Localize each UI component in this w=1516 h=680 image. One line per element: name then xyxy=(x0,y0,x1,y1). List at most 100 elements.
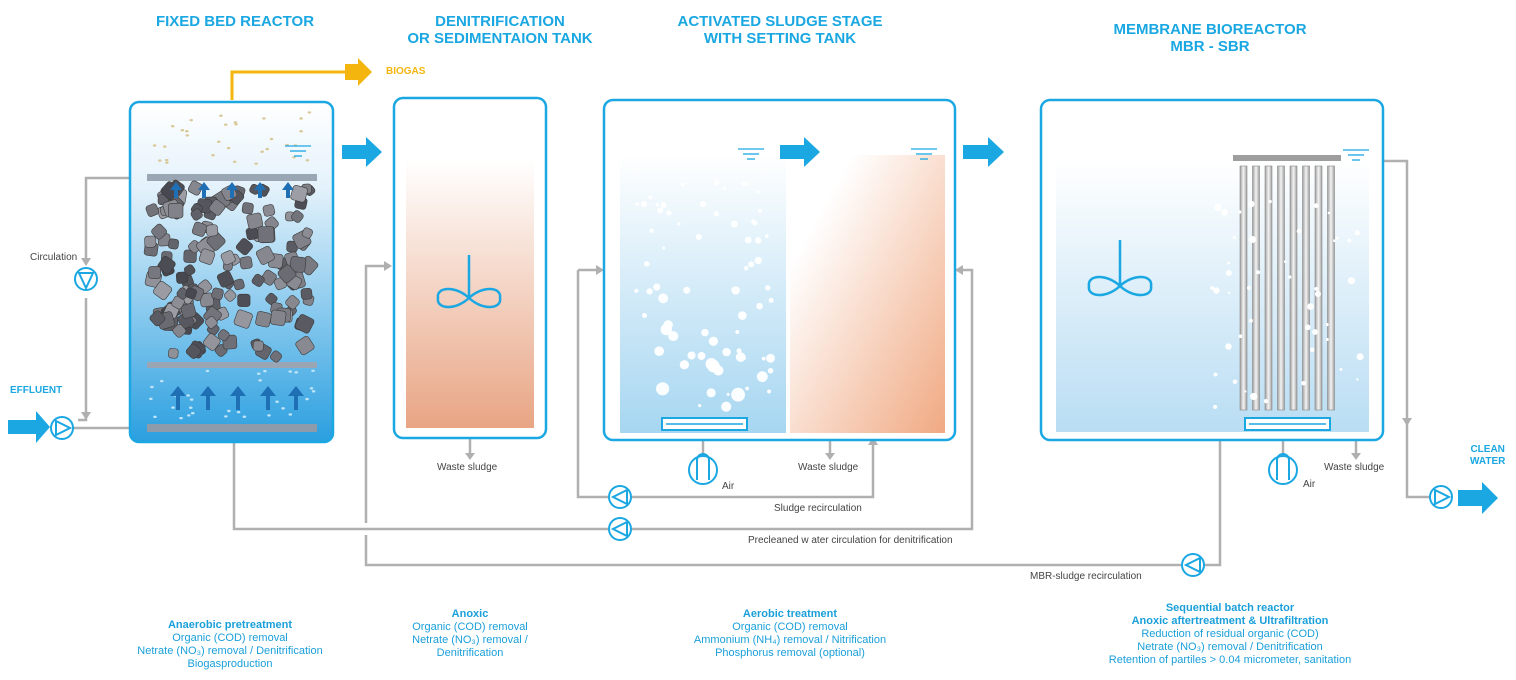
carrier-element xyxy=(224,289,237,302)
bubble xyxy=(263,369,267,373)
bubble xyxy=(1333,239,1336,243)
bubble xyxy=(705,357,718,370)
carrier-element xyxy=(257,226,275,243)
carrier-element xyxy=(168,238,180,250)
carrier-element xyxy=(157,256,176,275)
waste-sludge-label-1: Waste sludge xyxy=(437,462,498,473)
flow-arrows-up xyxy=(170,182,304,410)
bubble xyxy=(288,413,293,416)
bubble xyxy=(721,401,732,412)
carrier-element xyxy=(148,266,162,279)
bubble xyxy=(1312,329,1318,335)
circulation-pump-icon xyxy=(74,267,98,291)
bubble xyxy=(756,302,763,310)
bubble xyxy=(1287,275,1292,279)
precleaned-water-label: Precleaned w ater circulation for denitr… xyxy=(748,535,953,546)
bubble xyxy=(699,200,706,208)
bubble xyxy=(1309,347,1315,353)
bubble xyxy=(307,111,312,114)
air-label-2: Air xyxy=(1303,479,1316,490)
carrier-element xyxy=(149,310,166,327)
carrier-element xyxy=(295,336,315,356)
bubble xyxy=(1238,210,1242,214)
bubble xyxy=(701,328,709,337)
bubble xyxy=(149,397,153,401)
bubble xyxy=(294,371,299,374)
carrier-element xyxy=(211,287,224,301)
bubble xyxy=(737,311,747,320)
bubble xyxy=(309,387,314,390)
mbr-recirc-right xyxy=(1205,432,1222,567)
bubble xyxy=(236,410,241,414)
biogas-arrow xyxy=(345,58,372,86)
bubble xyxy=(1248,235,1256,244)
stirrer-icon xyxy=(1087,240,1153,297)
activated-sludge-tank xyxy=(602,98,957,442)
bubble xyxy=(713,211,719,217)
carrier-element xyxy=(235,238,253,256)
carrier-element xyxy=(205,224,219,237)
bubble xyxy=(1213,372,1218,377)
bubble xyxy=(646,288,653,295)
circulation-pipe-down xyxy=(78,298,88,422)
membrane-tube xyxy=(1302,165,1310,411)
bubble xyxy=(256,372,261,375)
carrier-element xyxy=(290,210,304,223)
water-level-icon xyxy=(285,145,311,157)
membrane-modules xyxy=(1239,165,1335,411)
biogas-pipe xyxy=(230,70,348,100)
heading-membrane-bioreactor: MEMBRANE BIOREACTOR MBR - SBR xyxy=(1113,21,1307,55)
flow-arrow-3 xyxy=(963,137,1004,167)
membrane-header xyxy=(1233,155,1341,161)
bubble xyxy=(275,400,279,403)
bubble xyxy=(1307,303,1314,311)
sludge-recirc-pump-icon xyxy=(608,485,632,509)
bubble xyxy=(752,220,758,226)
bubble xyxy=(687,351,696,360)
bubble xyxy=(697,351,706,360)
carrier-element xyxy=(277,264,297,284)
bubble xyxy=(767,389,772,394)
bubble xyxy=(761,356,766,361)
bubble xyxy=(708,336,719,346)
bubble xyxy=(765,285,771,291)
bubble xyxy=(741,355,746,361)
bubble xyxy=(254,162,258,165)
membrane-tube xyxy=(1277,165,1285,411)
carrier-element xyxy=(300,287,313,300)
bubble xyxy=(288,370,292,373)
bubble xyxy=(758,208,763,213)
membrane-tube xyxy=(1327,165,1335,411)
bubble xyxy=(722,186,727,190)
bubble xyxy=(190,412,195,415)
bubble xyxy=(766,353,776,363)
bubble xyxy=(267,414,271,417)
bubble xyxy=(1221,208,1228,216)
bubble xyxy=(242,415,247,418)
bubble xyxy=(1356,353,1364,361)
bubble xyxy=(660,323,672,336)
aerator-icon xyxy=(661,417,748,431)
bubble xyxy=(754,237,762,244)
bubble xyxy=(745,386,749,391)
bubble xyxy=(653,283,661,291)
bubble xyxy=(223,123,228,126)
bubble xyxy=(1347,238,1352,243)
carrier-element xyxy=(198,248,216,265)
carrier-element xyxy=(255,245,275,265)
bubble xyxy=(683,286,691,294)
heading-fixed-bed: FIXED BED REACTOR xyxy=(155,13,315,30)
heading-activated-sludge: ACTIVATED SLUDGE STAGE WITH SETTING TANK xyxy=(677,13,883,47)
carrier-element xyxy=(185,287,197,300)
air-bubbles xyxy=(1210,199,1364,409)
bubble xyxy=(269,137,274,141)
bubble xyxy=(666,210,672,216)
water-level-icon xyxy=(738,148,937,160)
bubble xyxy=(698,404,702,408)
bubble xyxy=(150,385,154,389)
bubble xyxy=(756,371,768,383)
bubble xyxy=(735,330,740,334)
carrier-element xyxy=(187,180,203,196)
carrier-element xyxy=(246,212,264,230)
clean-water-label: CLEAN WATER xyxy=(1470,444,1506,467)
